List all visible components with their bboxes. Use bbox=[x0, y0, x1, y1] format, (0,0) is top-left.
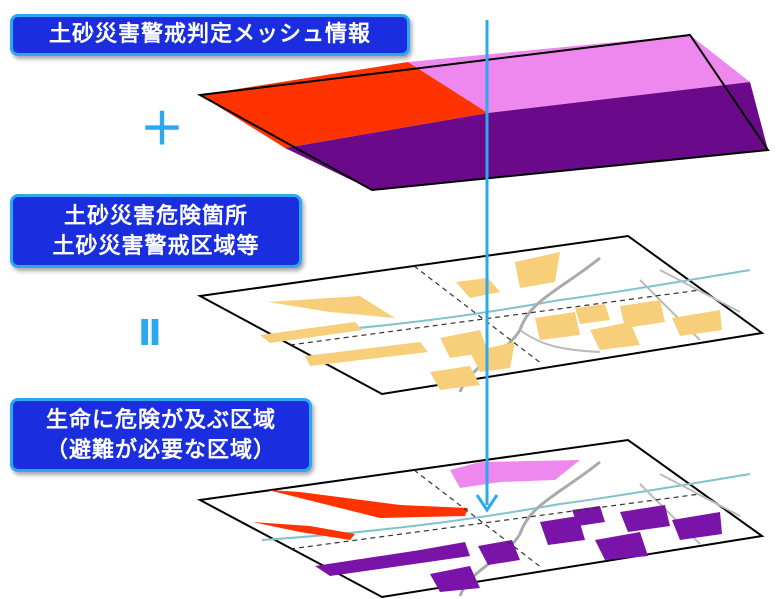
grid-line bbox=[289, 493, 701, 550]
result-area-red bbox=[268, 490, 468, 518]
plus-operator: ＋ bbox=[140, 106, 184, 154]
hazard-area bbox=[470, 342, 515, 372]
equals-symbol: Ⅱ bbox=[138, 313, 162, 354]
result-area-purple bbox=[315, 542, 470, 576]
danger-zone-label: 生命に危険が及ぶ区域 （避難が必要な区域） bbox=[10, 398, 312, 472]
mesh-layer bbox=[196, 33, 770, 192]
result-area-red bbox=[252, 522, 355, 540]
hazard-area bbox=[260, 322, 362, 343]
result-area-purple bbox=[620, 505, 670, 532]
hazard-area bbox=[590, 322, 640, 350]
road-line bbox=[519, 329, 601, 353]
hazard-map-layer bbox=[196, 234, 765, 396]
hazard-areas-label: 土砂災害危険箇所 土砂災害警戒区域等 bbox=[10, 194, 302, 268]
hazard-line-1: 土砂災害危険箇所 bbox=[63, 204, 248, 229]
mesh-cell-purple bbox=[285, 82, 768, 190]
result-area-pink bbox=[450, 460, 580, 488]
hazard-area bbox=[268, 296, 395, 318]
result-area-purple bbox=[595, 532, 648, 560]
mesh-info-label: 土砂災害警戒判定メッシュ情報 bbox=[10, 14, 410, 56]
result-area-purple bbox=[478, 540, 520, 565]
mesh-info-text: 土砂災害警戒判定メッシュ情報 bbox=[48, 22, 371, 47]
mesh-cell-pink bbox=[408, 35, 750, 113]
mesh-outline bbox=[196, 33, 770, 192]
hazard-line-2: 土砂災害警戒区域等 bbox=[52, 234, 260, 259]
hazard-area bbox=[535, 312, 580, 340]
hazard-area bbox=[620, 300, 665, 328]
result-area-purple bbox=[430, 566, 480, 592]
road-line bbox=[458, 460, 601, 597]
result-area-purple bbox=[572, 506, 605, 526]
mesh-cell-red bbox=[200, 62, 488, 148]
danger-line-1: 生命に危険が及ぶ区域 bbox=[45, 408, 276, 433]
hazard-area bbox=[305, 342, 428, 366]
result-map-layer bbox=[196, 438, 765, 599]
hazard-area bbox=[575, 304, 610, 324]
result-area-purple bbox=[672, 512, 722, 540]
result-area-purple bbox=[540, 516, 585, 545]
danger-line-2: （避難が必要な区域） bbox=[45, 438, 276, 463]
hazard-area bbox=[456, 278, 500, 298]
road-line bbox=[458, 256, 601, 393]
down-arrow bbox=[475, 20, 499, 513]
hazard-area bbox=[515, 252, 560, 288]
plus-symbol: ＋ bbox=[140, 104, 184, 155]
equals-operator: Ⅱ bbox=[138, 314, 162, 354]
grid-line bbox=[289, 289, 701, 346]
hazard-area bbox=[430, 366, 480, 390]
hazard-area bbox=[672, 310, 722, 336]
